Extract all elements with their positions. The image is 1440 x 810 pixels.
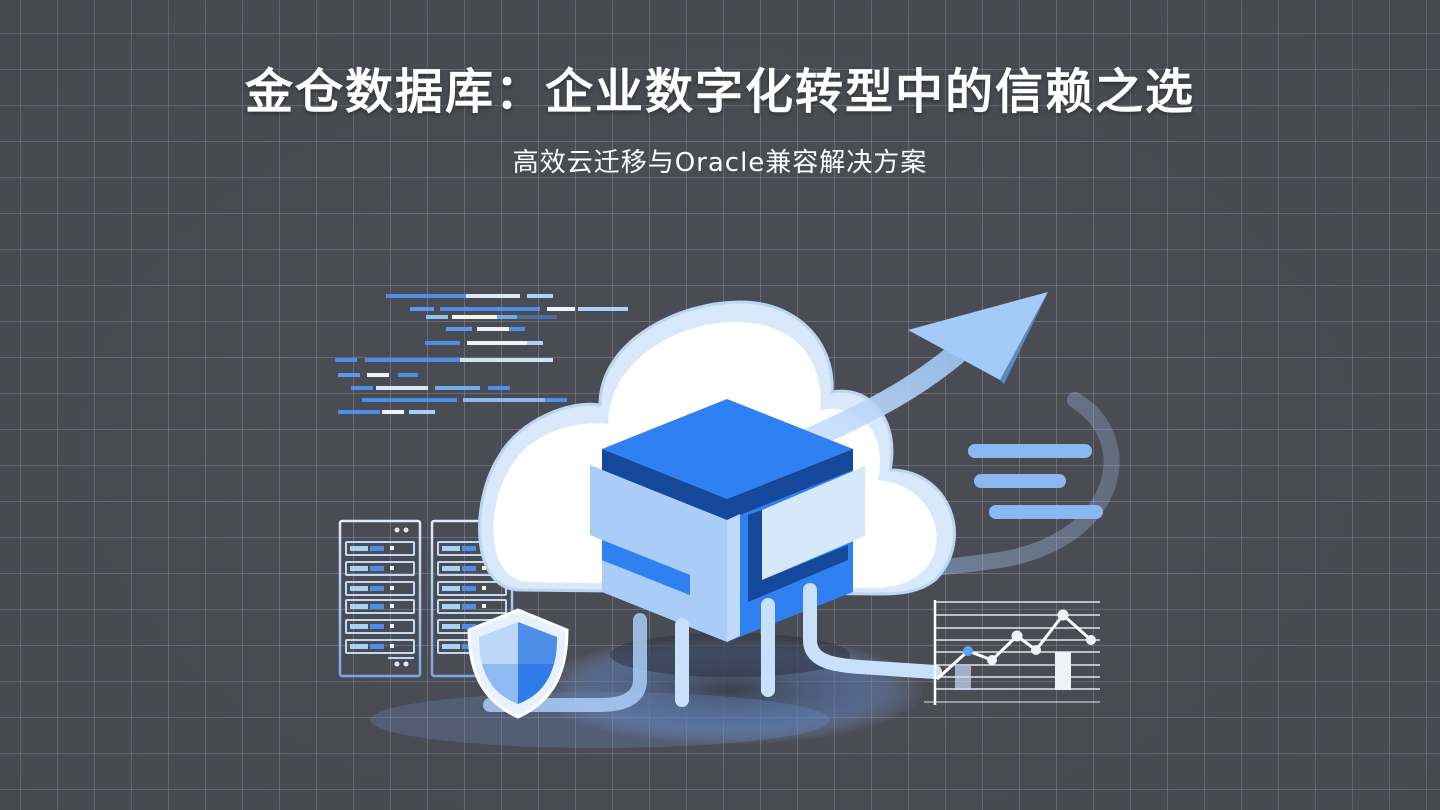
cables xyxy=(483,583,942,712)
slide-subtitle: 高效云迁移与Oracle兼容解决方案 xyxy=(512,148,928,178)
line-chart-icon xyxy=(924,600,1100,705)
slide-title: 金仓数据库：企业数字化转型中的信赖之选 xyxy=(244,64,1195,120)
code-lines xyxy=(335,294,628,414)
server-rack-left xyxy=(338,519,422,678)
database-cube-icon xyxy=(590,399,865,677)
list-lines-icon xyxy=(968,444,1103,519)
security-shield-icon xyxy=(467,608,569,719)
